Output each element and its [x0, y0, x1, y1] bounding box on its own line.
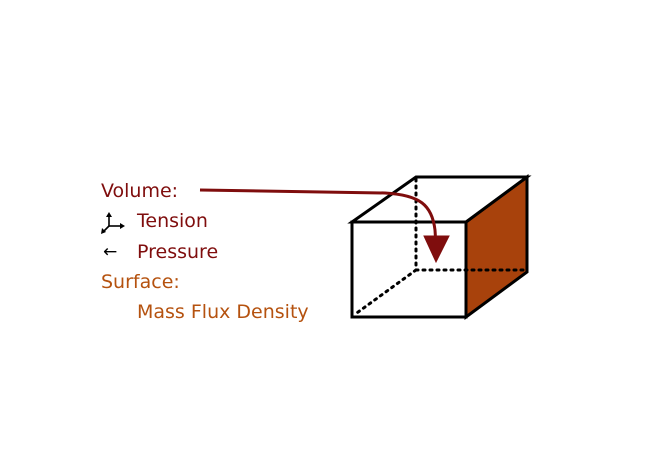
cube-hidden-edges: [352, 177, 527, 317]
volume-label: Volume:: [101, 180, 179, 202]
tension-label: Tension: [137, 210, 208, 232]
tension-axes-icon: [101, 212, 125, 234]
flow-arrow-head: [423, 235, 450, 264]
pressure-label: Pressure: [137, 241, 219, 263]
left-arrow-icon: ←: [103, 242, 118, 262]
mass-flux-density-label: Mass Flux Density: [137, 301, 309, 323]
surface-label: Surface:: [101, 271, 180, 293]
flow-arrow-line: [199, 188, 438, 247]
